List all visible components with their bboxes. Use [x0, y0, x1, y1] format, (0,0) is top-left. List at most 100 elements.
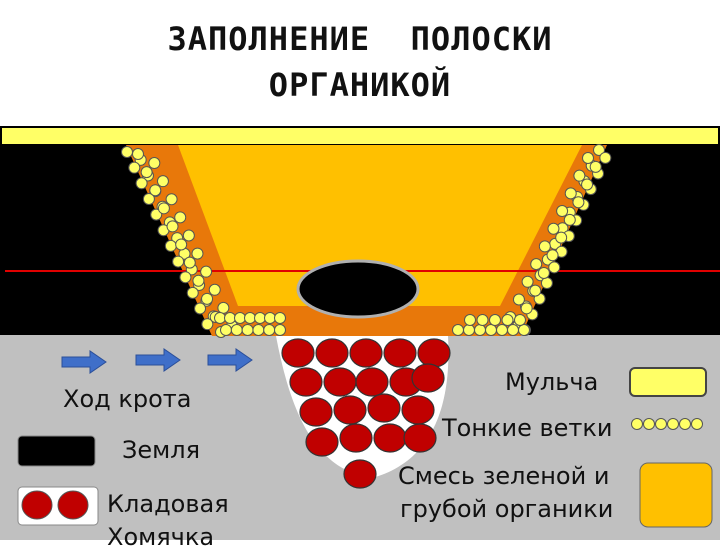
branch-dot	[564, 187, 577, 200]
storage-legend-ball	[21, 490, 53, 520]
storage-ball	[333, 395, 367, 425]
branch-dot	[274, 324, 286, 336]
branch-dot	[599, 151, 612, 164]
branch-dot	[518, 324, 530, 336]
branch-dot	[201, 292, 214, 305]
storage-ball	[367, 393, 401, 423]
branch-dot	[140, 166, 153, 179]
branch-dot	[244, 312, 256, 324]
branch-dot	[501, 314, 514, 326]
storage-ball	[315, 338, 349, 368]
branch-dot	[208, 283, 221, 296]
branch-dot	[512, 293, 525, 306]
branch-dot	[252, 324, 265, 336]
arrow-icon	[61, 350, 107, 374]
branch-dot	[192, 274, 205, 287]
branch-dot	[217, 301, 230, 314]
branch-dot	[254, 312, 266, 324]
branch-dot	[546, 249, 559, 262]
storage-ball	[383, 338, 417, 368]
branch-legend-dot	[631, 418, 643, 430]
branch-dot	[474, 324, 486, 336]
branch-dot	[179, 271, 192, 284]
branch-dot	[157, 202, 170, 215]
branch-legend-dot	[643, 418, 655, 430]
branch-dot	[148, 157, 161, 170]
mole-tunnel-cavity	[296, 259, 420, 319]
branch-dot	[174, 211, 187, 224]
branch-dot	[537, 266, 550, 279]
branch-dot	[538, 240, 551, 253]
branch-legend-dot	[679, 418, 691, 430]
branch-dot	[529, 284, 542, 297]
soil-label: Земля	[122, 436, 201, 464]
storage-ball	[401, 395, 435, 425]
branch-dot	[150, 208, 163, 221]
organic-mix-label-line-1: Смесь зеленой и	[398, 462, 610, 490]
branch-dot	[556, 205, 569, 218]
branch-dot	[514, 314, 526, 326]
branch-dot	[582, 152, 594, 164]
storage-legend-ball	[57, 490, 89, 520]
mole-tunnel-label: Ход крота	[63, 385, 192, 413]
branch-dot	[165, 193, 178, 206]
branch-dot	[274, 312, 286, 324]
branch-dot	[172, 255, 185, 268]
storage-ball	[417, 338, 451, 368]
branch-dot	[183, 256, 196, 269]
branch-dot	[464, 314, 476, 326]
branch-dot	[175, 238, 188, 251]
storage-ball	[323, 367, 357, 397]
branch-dot	[214, 312, 226, 324]
storage-balls	[281, 338, 451, 489]
branch-dot	[194, 302, 207, 315]
branch-dot	[135, 177, 148, 190]
branch-legend-dot	[691, 418, 703, 430]
organic-mix-label-line-2: грубой органики	[400, 495, 614, 523]
branch-dot	[530, 258, 543, 271]
soil-legend-swatch	[17, 435, 96, 467]
branch-dot	[489, 314, 501, 326]
branch-dot	[220, 324, 232, 336]
branch-dot	[521, 275, 534, 288]
branch-legend-dot	[655, 418, 667, 430]
storage-label: Кладовая	[107, 490, 229, 518]
branch-dot	[485, 324, 497, 336]
page-title: ЗАПОЛНЕНИЕ ПОЛОСКИ ОРГАНИКОЙ	[0, 16, 720, 108]
mole-tunnel-arrows	[61, 348, 253, 374]
branch-dot	[476, 314, 489, 326]
branch-dot	[121, 146, 133, 158]
branch-dot	[548, 261, 561, 274]
branch-dot	[572, 196, 585, 209]
branch-dot	[128, 161, 141, 174]
branch-dot	[191, 247, 204, 260]
branch-dot	[164, 239, 177, 252]
branch-dot	[589, 160, 602, 173]
mulch-bar	[0, 126, 720, 146]
branch-dot	[186, 286, 199, 299]
mulch-label: Мульча	[505, 368, 599, 396]
branch-dot	[520, 302, 533, 315]
branch-dot	[540, 277, 553, 290]
branch-dot	[555, 231, 568, 244]
title-line-2: ОРГАНИКОЙ	[268, 66, 452, 104]
storage-ball	[343, 459, 377, 489]
branch-dot	[200, 265, 213, 278]
storage-ball	[403, 423, 437, 453]
branch-dot	[264, 312, 276, 324]
branch-dot	[563, 213, 576, 226]
branch-dot	[132, 148, 144, 160]
storage-ball	[373, 423, 407, 453]
branch-dot	[149, 184, 162, 197]
branch-dot	[463, 324, 475, 336]
branch-dot	[234, 312, 246, 324]
branch-legend-dot	[667, 418, 679, 430]
arrow-icon	[207, 348, 253, 372]
storage-ball	[411, 363, 445, 393]
storage-ball	[305, 427, 339, 457]
storage-ball	[289, 367, 323, 397]
storage-ball	[299, 397, 333, 427]
branch-dot	[581, 178, 594, 191]
branch-dot	[452, 324, 464, 336]
